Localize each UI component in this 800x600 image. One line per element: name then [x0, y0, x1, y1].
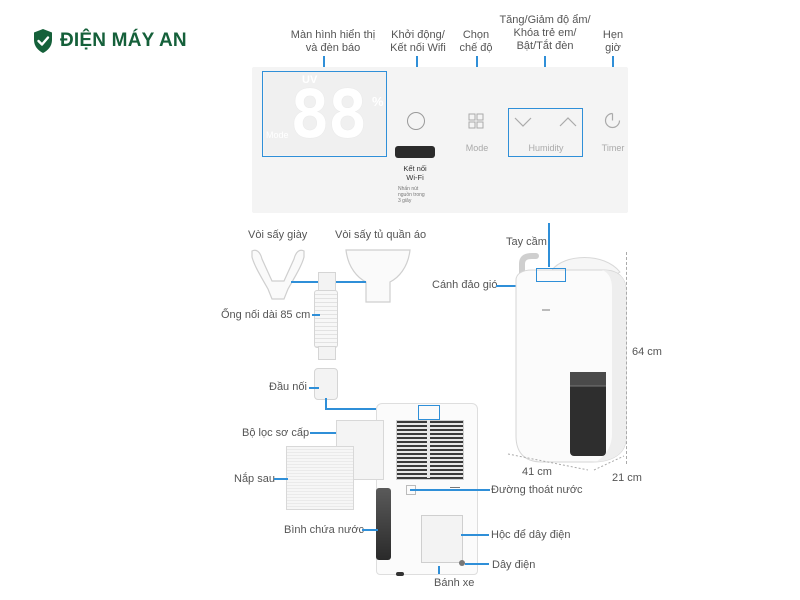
label-cord-compartment: Hộc để dây điện — [491, 529, 571, 541]
display-screen: UV 88 % Mode — [264, 72, 386, 155]
wifi-button-label: Kết nối Wi-Fi — [403, 164, 427, 182]
timer-label: Timer — [601, 143, 625, 153]
line-wardrobe-nozzle — [332, 281, 366, 283]
dimension-line-height — [626, 252, 628, 464]
rear-grille-divider — [427, 420, 430, 478]
timer-icon[interactable] — [604, 112, 621, 129]
label-back-cover: Nắp sau — [234, 473, 275, 485]
back-cover — [286, 446, 354, 510]
line-connector — [309, 387, 319, 389]
shoe-nozzle — [251, 249, 305, 300]
line-water-tank — [362, 529, 378, 531]
label-pre-filter: Bộ lọc sơ cấp — [242, 427, 310, 439]
mode-grid-icon[interactable] — [468, 113, 484, 129]
cord-compartment — [421, 515, 463, 563]
rear-water-tank — [376, 488, 391, 560]
label-wardrobe-nozzle: Vòi sấy tủ quần áo — [335, 229, 427, 241]
display-mode: Mode — [266, 130, 289, 140]
humidity-up-icon[interactable] — [559, 116, 577, 127]
humidity-highlight — [508, 108, 583, 157]
line-back-cover — [274, 478, 288, 480]
callout-line-display — [323, 56, 325, 71]
line-connector-down — [325, 398, 327, 409]
line-drain — [410, 489, 490, 491]
display-percent: % — [372, 94, 384, 109]
line-pre-filter — [310, 432, 336, 434]
dimension-lines-base — [507, 453, 625, 471]
wheel — [396, 572, 404, 576]
wifi-indicator — [395, 146, 435, 158]
hose-bottom-cap — [318, 346, 336, 360]
brand-name: ĐIỆN MÁY AN — [60, 30, 187, 52]
power-cord-plug — [459, 560, 465, 566]
line-hose — [312, 314, 320, 316]
line-cord-compartment — [461, 534, 489, 536]
brand-logo: ĐIỆN MÁY AN — [32, 28, 187, 54]
rear-outlet-highlight — [418, 405, 440, 420]
dimension-height: 64 cm — [632, 346, 662, 358]
display-highlight — [262, 71, 387, 157]
dimension-width: 41 cm — [522, 466, 552, 478]
wardrobe-nozzle — [345, 249, 411, 303]
front-unit — [515, 253, 627, 463]
label-handle: Tay cầm — [506, 236, 547, 248]
hose — [314, 290, 338, 348]
label-water-tank: Bình chứa nước — [284, 524, 365, 536]
line-wheel — [438, 566, 440, 574]
label-connector: Đầu nối — [269, 381, 307, 393]
display-uv: UV — [302, 74, 318, 86]
dimension-depth: 21 cm — [612, 472, 642, 484]
shield-check-icon — [34, 29, 52, 53]
power-button[interactable] — [407, 112, 425, 130]
rear-grille — [396, 420, 464, 480]
wifi-hint: Nhấn nút nguồn trong 3 giây — [398, 186, 425, 204]
line-shoe-nozzle — [291, 281, 319, 283]
callout-power: Khởi động/Kết nối Wifi — [390, 29, 446, 54]
label-wheel: Bánh xe — [434, 577, 475, 589]
connector — [314, 368, 338, 400]
handle-highlight — [536, 268, 566, 282]
label-hose: Ống nối dài 85 cm — [221, 309, 311, 321]
line-handle — [548, 223, 550, 267]
line-power-cord — [465, 563, 489, 565]
humidity-label: Humidity — [528, 143, 564, 153]
label-louver: Cánh đảo gió — [432, 279, 498, 291]
callout-humidity: Tăng/Giảm độ ẩm/Khóa trẻ em/Bật/Tắt đèn — [499, 14, 591, 52]
humidity-down-icon[interactable] — [514, 117, 532, 128]
hose-top-cap — [318, 272, 336, 292]
brand-name-accent: AN — [158, 30, 187, 51]
control-panel: UV 88 % Mode Kết nối Wi-Fi Nhấn nút nguồ… — [252, 67, 628, 213]
label-power-cord: Dây điện — [492, 559, 536, 571]
label-drain: Đường thoát nước — [491, 484, 583, 496]
label-shoe-nozzle: Vòi sấy giày — [248, 229, 308, 241]
brand-name-main: ĐIỆN MÁY — [60, 30, 155, 51]
mode-label: Mode — [465, 143, 489, 153]
display-digits: 88 — [290, 76, 367, 153]
